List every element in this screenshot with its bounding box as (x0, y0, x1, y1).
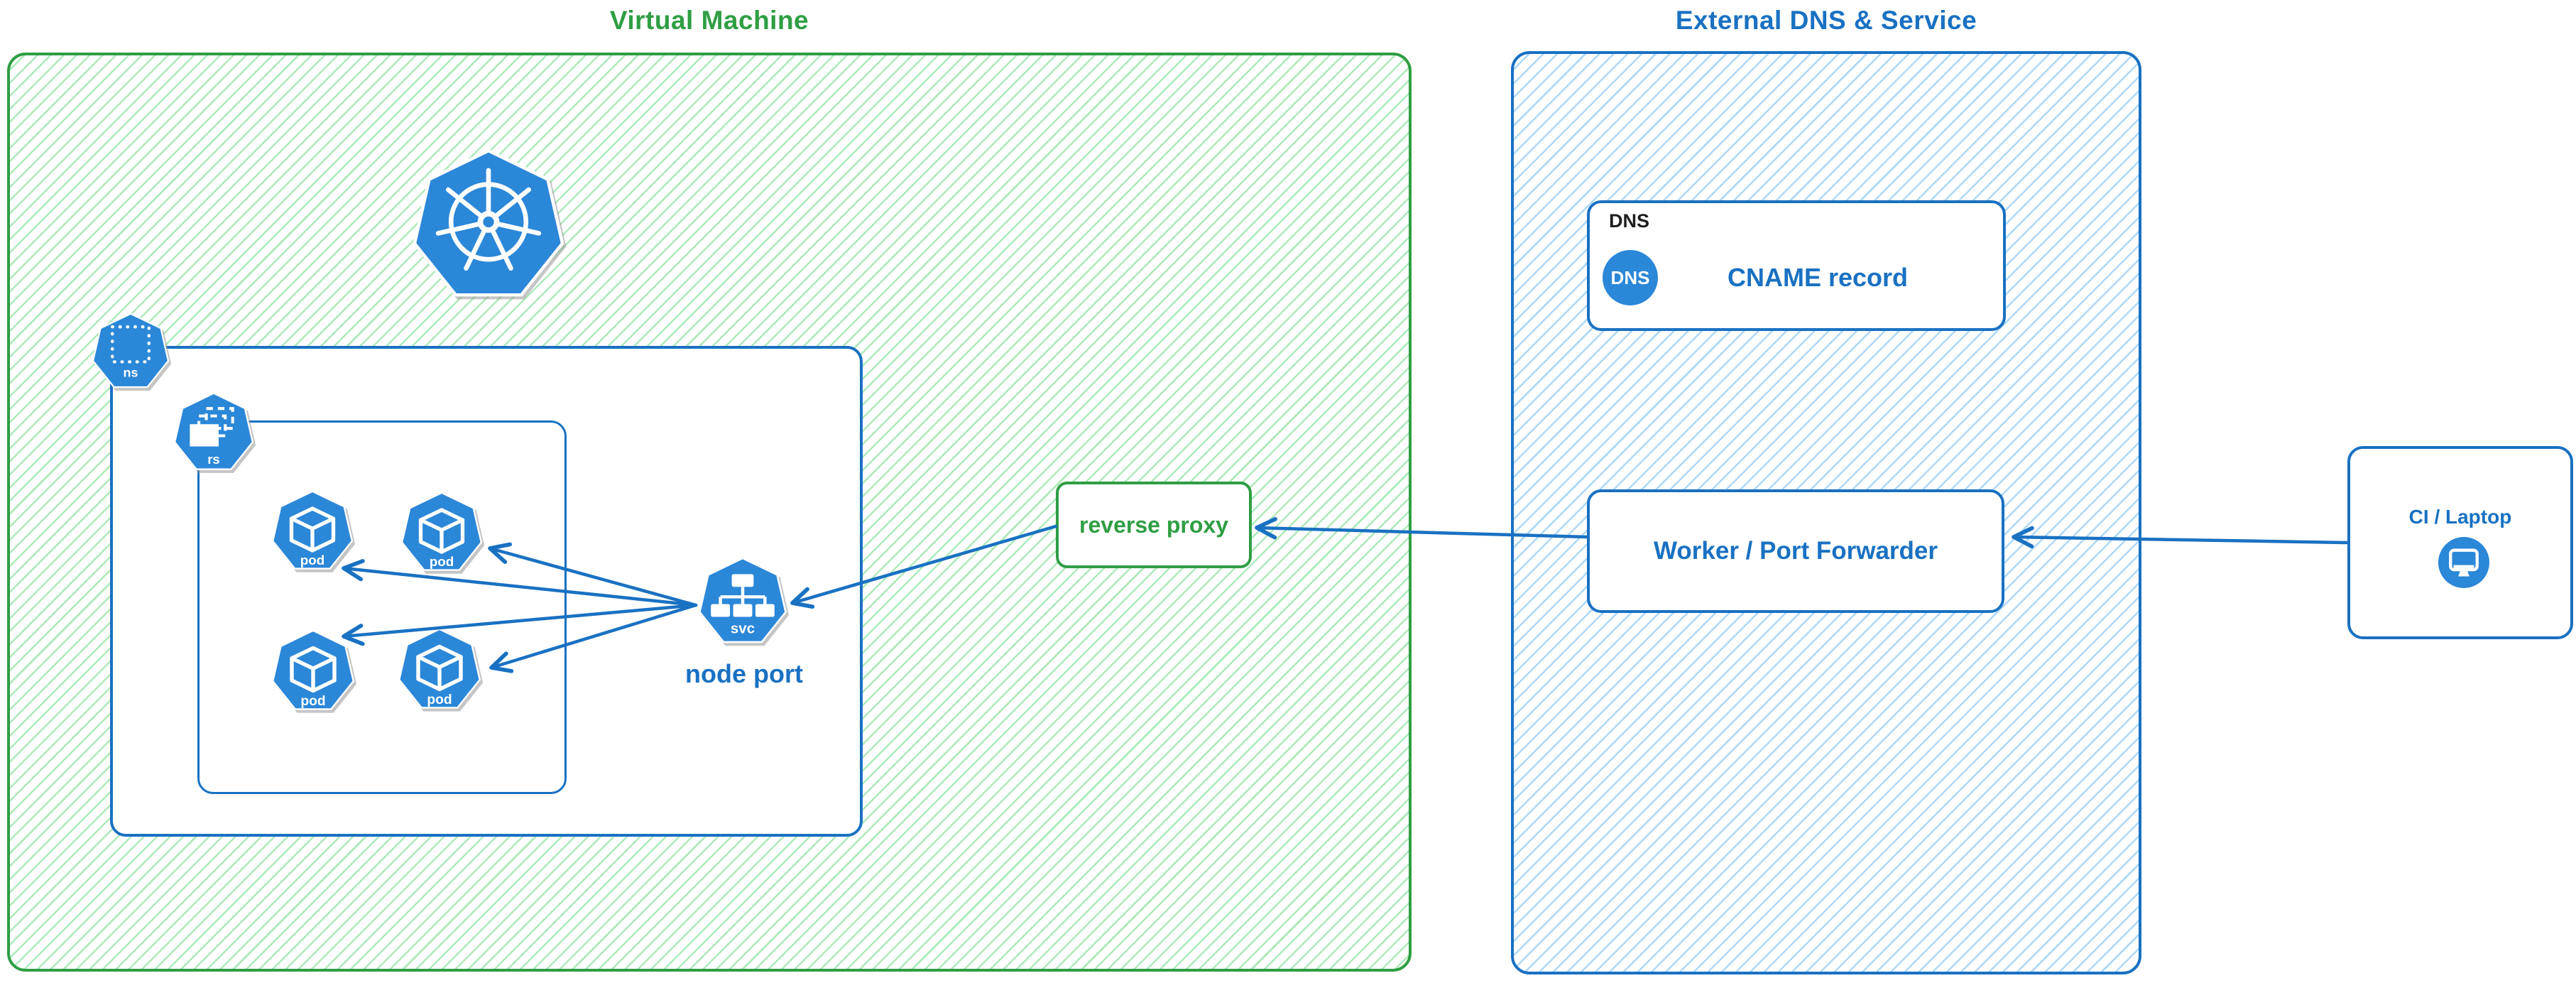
node-port-label: node port (685, 659, 803, 688)
service-icon-label: svc (731, 621, 755, 637)
pod-icon: pod (272, 490, 353, 570)
dns-record-box (1587, 200, 2006, 331)
vm-group-title: Virtual Machine (609, 6, 809, 35)
reverse-proxy-box: reverse proxy (1056, 482, 1252, 568)
pod-icon: pod (401, 492, 482, 571)
dns-icon: DNS (1603, 250, 1658, 305)
replicaset-icon-label: rs (207, 452, 220, 467)
worker-box: Worker / Port Forwarder (1587, 489, 2004, 613)
cube-glyph (418, 508, 465, 554)
service-icon: svc (699, 557, 787, 643)
dns-tag-label: DNS (1609, 210, 1650, 232)
pod-icon-label: pod (300, 553, 325, 567)
cube-glyph (290, 646, 337, 693)
pod-icon-label: pod (427, 693, 452, 707)
service-tree-glyph (711, 574, 775, 617)
replicaset-icon: rs (173, 392, 254, 470)
laptop-icon (2438, 537, 2489, 588)
worker-label: Worker / Port Forwarder (1653, 537, 1938, 565)
kubernetes-logo-icon (410, 146, 567, 307)
pod-icon: pod (398, 628, 481, 709)
cube-glyph (416, 644, 463, 692)
wheel-hub-center (483, 216, 494, 228)
namespace-icon: ns (92, 313, 170, 389)
service-tree-lines (719, 587, 767, 604)
ci-laptop-label: CI / Laptop (2408, 506, 2512, 528)
dotted-square-glyph (111, 325, 151, 364)
monitor-stand (2458, 570, 2469, 577)
pod-icon-label: pod (300, 694, 325, 709)
namespace-icon-label: ns (124, 366, 138, 380)
cname-record-label: CNAME record (1727, 263, 1909, 292)
dns-icon-text: DNS (1610, 266, 1650, 288)
external-group-title: External DNS & Service (1675, 6, 1977, 35)
ship-wheel-glyph (435, 168, 542, 271)
monitor-bar (2453, 565, 2474, 568)
pod-icon-label: pod (430, 554, 454, 569)
pod-icon: pod (272, 629, 354, 710)
replicaset-box (197, 420, 567, 794)
cube-glyph (289, 506, 336, 553)
front-rect-glyph (190, 424, 219, 447)
monitor-glyph (2449, 548, 2479, 577)
reverse-proxy-label: reverse proxy (1079, 511, 1228, 538)
